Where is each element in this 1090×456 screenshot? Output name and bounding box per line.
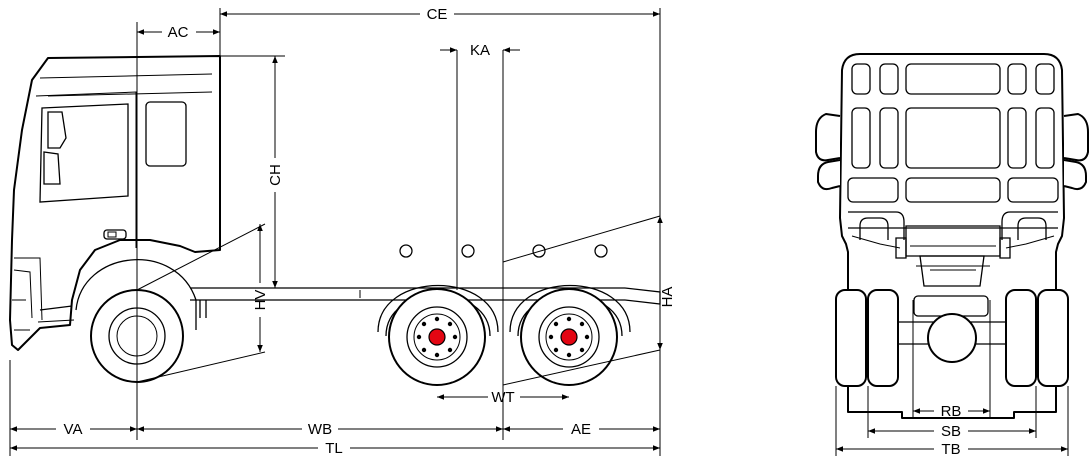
- dimension-ha: HA: [657, 216, 676, 350]
- cab: [9, 55, 221, 351]
- reference-lines: [9, 8, 661, 456]
- label-tl: TL: [325, 440, 343, 456]
- rear-tyres: [835, 289, 1069, 387]
- dimension-hv: HV: [252, 224, 269, 352]
- label-rb: RB: [941, 403, 962, 420]
- rear-chassis: [851, 225, 1055, 363]
- label-hv: HV: [252, 290, 269, 311]
- rear-wheel-1: [388, 288, 486, 386]
- dimension-ka: KA: [440, 42, 520, 59]
- dimension-tl: TL: [10, 440, 660, 456]
- rear-view: RB SB TB: [815, 53, 1089, 456]
- label-ae: AE: [571, 421, 591, 438]
- label-ch: CH: [267, 164, 284, 186]
- rear-reference-lines: [835, 300, 1069, 456]
- label-ac: AC: [168, 24, 189, 41]
- dimension-va: VA: [10, 421, 137, 438]
- label-ce: CE: [427, 6, 448, 23]
- dimension-rb: RB: [913, 403, 990, 420]
- dimension-tb: TB: [836, 441, 1068, 456]
- dimension-wt: WT: [437, 389, 569, 406]
- label-wt: WT: [491, 389, 514, 406]
- label-ka: KA: [470, 42, 490, 59]
- dimension-ch: CH: [267, 56, 284, 288]
- label-ha: HA: [659, 287, 676, 308]
- label-sb: SB: [941, 423, 961, 440]
- dimension-wb: WB: [137, 421, 503, 438]
- label-tb: TB: [941, 441, 960, 456]
- dimension-ce: CE: [220, 6, 660, 23]
- label-wb: WB: [308, 421, 332, 438]
- dimension-sb: SB: [868, 423, 1036, 440]
- dimension-ac: AC: [137, 24, 220, 41]
- hub-marker: [428, 328, 446, 346]
- dimension-ae: AE: [503, 421, 660, 438]
- label-va: VA: [64, 421, 83, 438]
- side-view: AC CE KA CH HV HA: [9, 6, 676, 456]
- rear-wheel-2: [520, 288, 618, 386]
- hub-marker: [560, 328, 578, 346]
